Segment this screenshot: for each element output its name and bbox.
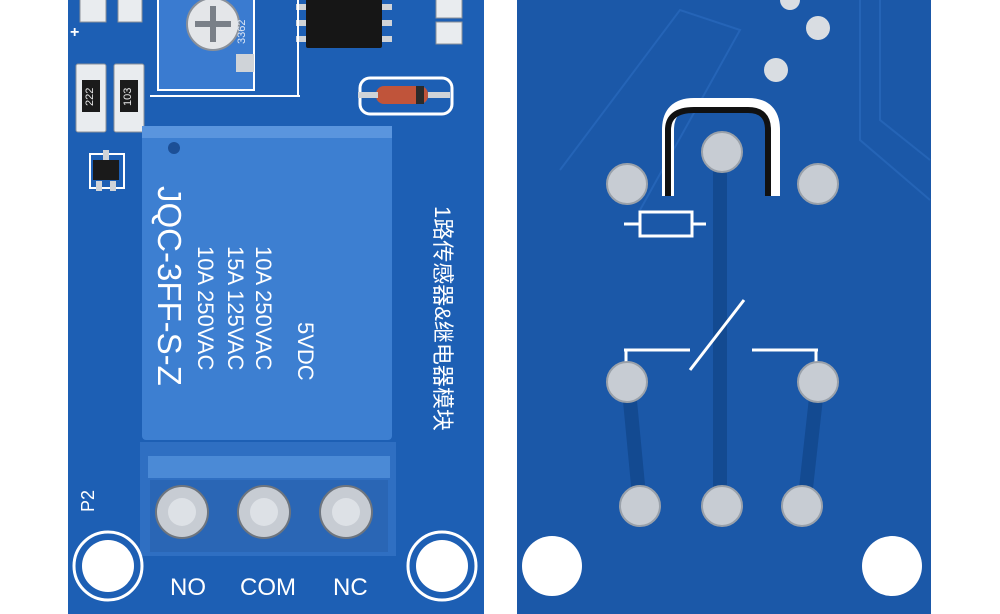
connector-label: P2 (78, 489, 98, 512)
mounting-hole-front-left (72, 530, 144, 602)
mounting-hole-back-left (522, 536, 582, 596)
mounting-hole-front-right (406, 530, 478, 602)
via-holes (764, 0, 830, 82)
terminal-label-com: COM (240, 574, 296, 601)
smd-resistor-222 (75, 63, 107, 133)
module-label: 1路传感器&继电器模块 (430, 206, 455, 431)
relay (142, 126, 392, 440)
transistor (89, 150, 125, 191)
resistor-code-103: 103 (122, 87, 134, 106)
copper-traces (621, 143, 825, 527)
potentiometer (157, 0, 255, 91)
plus-mark: + (70, 24, 80, 41)
diode (358, 76, 454, 116)
smd-resistor-103 (113, 63, 145, 133)
relay-voltage: 5VDC (293, 322, 318, 381)
relay-model: JQC-3FF-S-Z (151, 186, 188, 386)
comparator-ic (296, 0, 392, 48)
mounting-hole-back-right (862, 536, 922, 596)
relay-rating-1: 10A 250VAC (251, 246, 276, 371)
resistor-code-222: 222 (84, 87, 96, 106)
pot-code: 3362 (236, 19, 248, 44)
terminal-label-nc: NC (333, 574, 368, 601)
solder-pads (606, 131, 839, 527)
smd-resistor-top (79, 0, 143, 23)
terminal-block (140, 442, 396, 556)
ghost-logo-lines (559, 0, 931, 211)
relay-rating-2: 15A 125VAC (223, 246, 248, 371)
relay-rating-3: 10A 250VAC (193, 246, 218, 371)
terminal-label-no: NO (170, 574, 206, 601)
